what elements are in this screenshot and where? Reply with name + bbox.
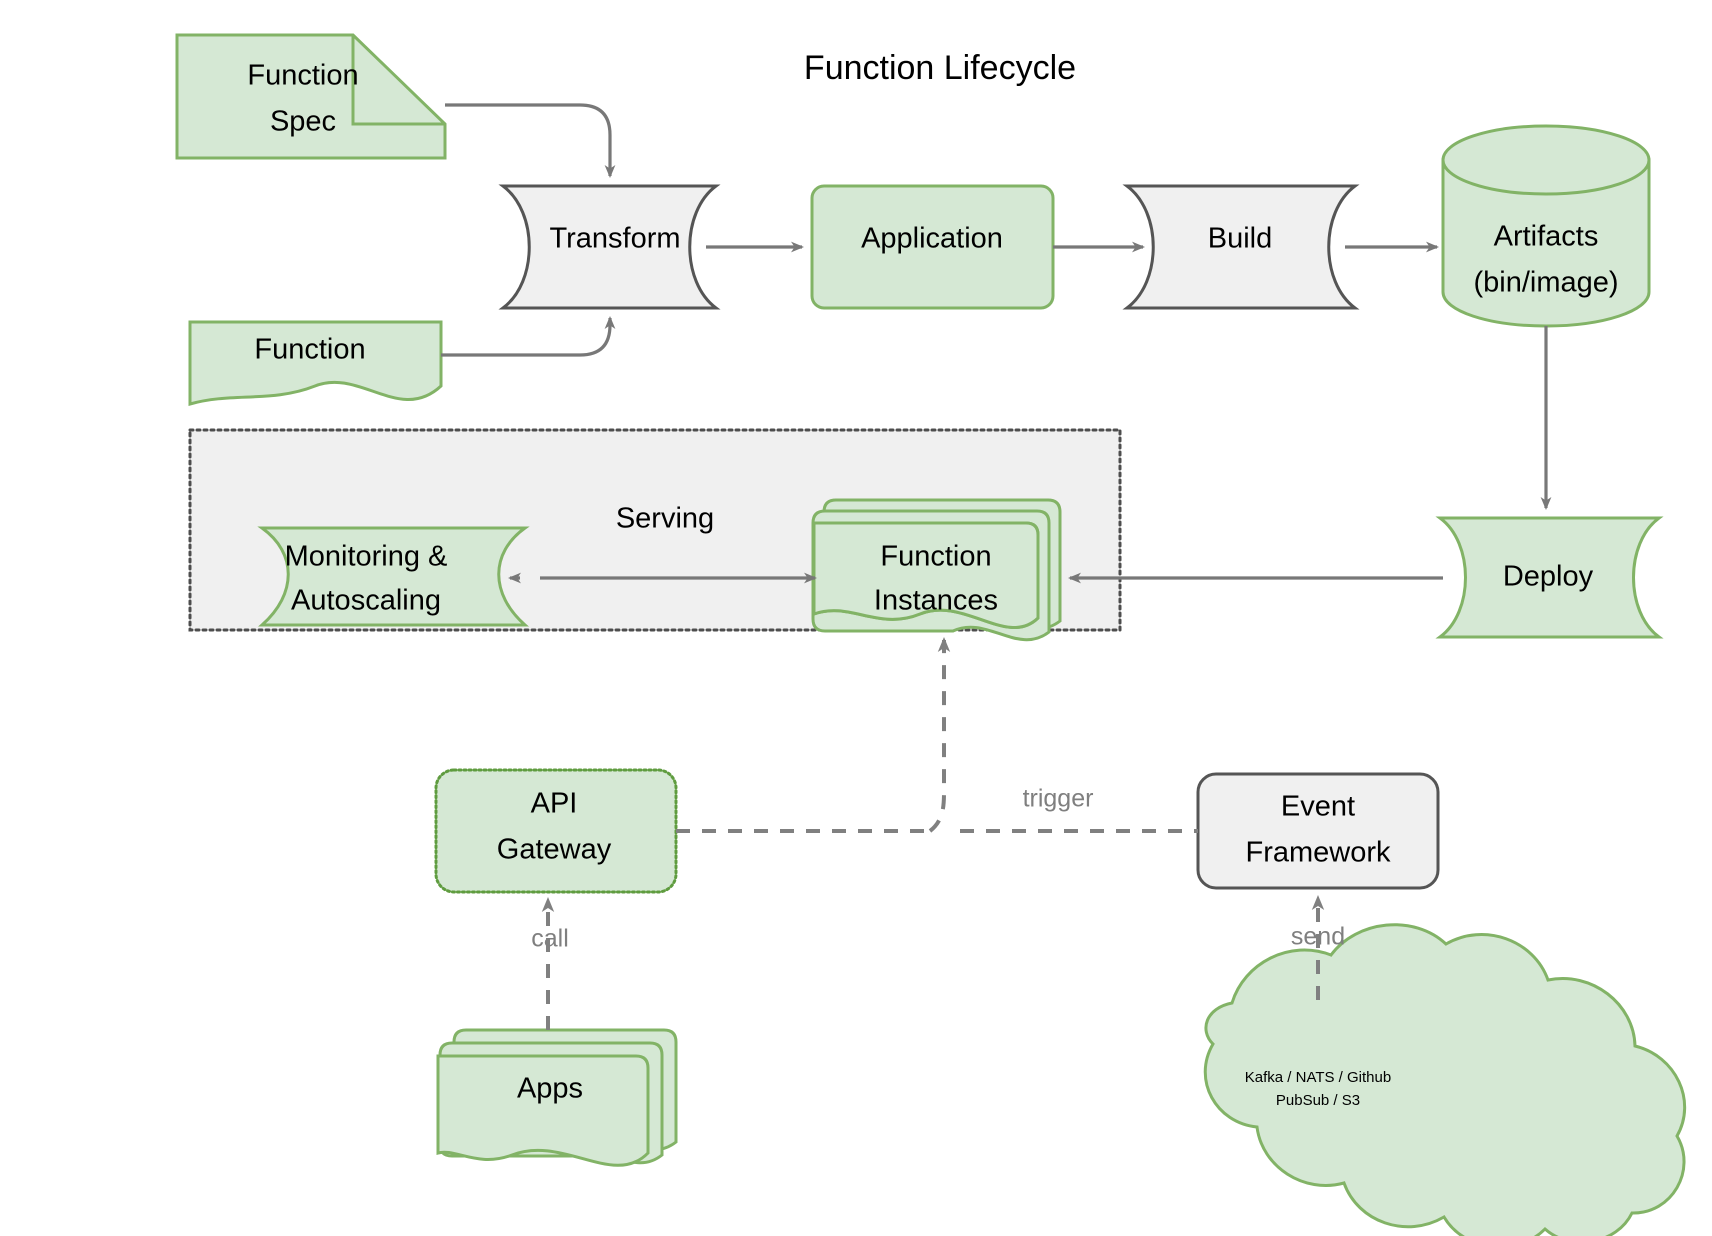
node-transform[interactable] [498,184,721,310]
edge-function-to-transform [441,316,616,357]
node-monitoring-autoscaling[interactable] [257,526,530,627]
node-apps[interactable] [436,1028,678,1167]
api-gateway-label-line2: Gateway [497,834,612,866]
function-instances-label-line2: Instances [874,585,998,617]
monitoring-label-line1: Monitoring & [285,541,448,573]
node-deploy[interactable] [1435,516,1664,639]
event-framework-label-line1: Event [1281,791,1355,823]
function-label: Function [254,334,365,366]
transform-label: Transform [549,223,680,255]
page-title: Function Lifecycle [804,49,1076,87]
monitoring-label-line2: Autoscaling [291,585,441,617]
api-gateway-label-line1: API [531,788,578,820]
serving-label: Serving [616,503,714,535]
edge-label-send: send [1291,923,1345,951]
cloud-label-line2: PubSub / S3 [1276,1092,1360,1109]
apps-label: Apps [517,1073,583,1105]
function-instances-label-line1: Function [880,541,991,573]
application-label: Application [861,223,1003,255]
artifacts-label-line2: (bin/image) [1473,267,1618,299]
edge-function-spec-to-transform [445,103,616,178]
node-artifacts[interactable] [1441,124,1651,328]
edge-label-trigger: trigger [1023,785,1094,813]
node-function[interactable] [188,320,443,406]
event-framework-label-line2: Framework [1245,837,1391,869]
node-event-sources-cloud[interactable] [1203,923,1687,1236]
artifacts-label-line1: Artifacts [1494,221,1599,253]
deploy-label: Deploy [1503,561,1594,593]
node-build[interactable] [1122,184,1360,310]
node-function-spec[interactable] [175,33,447,160]
cloud-label-line1: Kafka / NATS / Github [1245,1069,1391,1086]
function-spec-label-line1: Function [247,60,358,92]
node-function-instances[interactable] [811,498,1062,642]
edge-trigger-to-function-instances [928,637,951,833]
function-spec-label-line2: Spec [270,106,336,138]
edge-label-call: call [531,925,569,953]
build-label: Build [1208,223,1273,255]
